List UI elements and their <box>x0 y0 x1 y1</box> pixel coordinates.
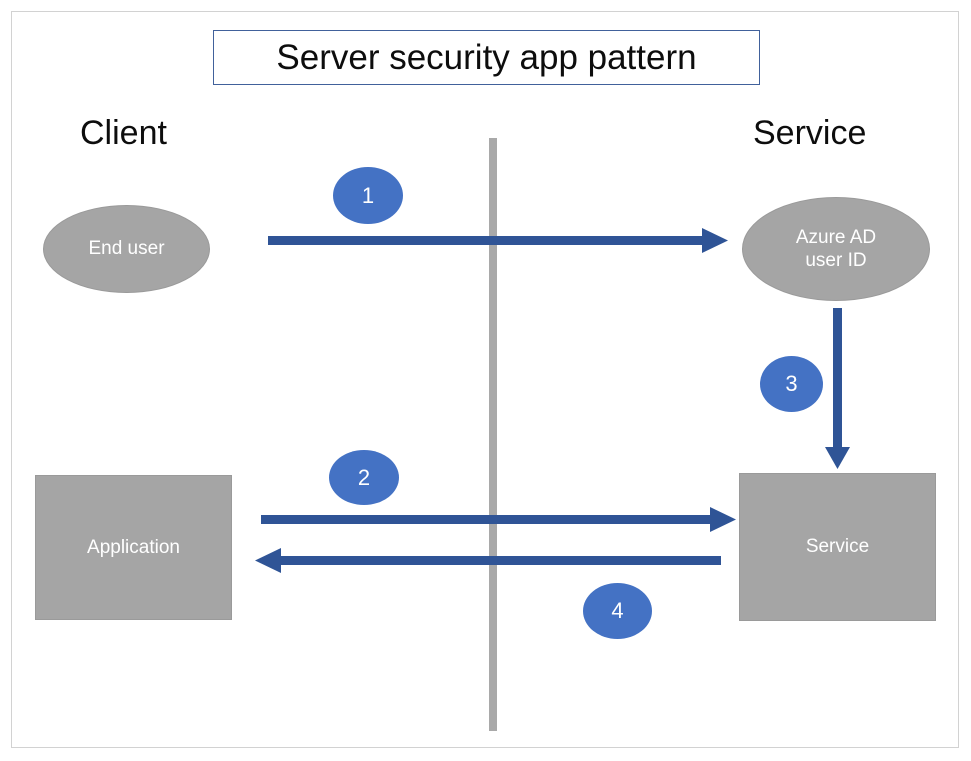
node-azure-ad-user-id[interactable]: Azure AD user ID <box>742 197 930 301</box>
node-service[interactable]: Service <box>739 473 936 621</box>
node-azure-ad-label-line2: user ID <box>805 250 867 271</box>
column-heading-client: Client <box>80 114 167 152</box>
step-badge-3[interactable]: 3 <box>760 356 823 412</box>
node-end-user[interactable]: End user <box>43 205 210 293</box>
step-badge-4[interactable]: 4 <box>583 583 652 639</box>
step-badge-3-label: 3 <box>785 371 798 396</box>
step-badge-1[interactable]: 1 <box>333 167 403 224</box>
node-application[interactable]: Application <box>35 475 232 620</box>
diagram-title-box: Server security app pattern <box>213 30 760 85</box>
node-end-user-label: End user <box>88 238 165 260</box>
node-application-label: Application <box>87 536 180 558</box>
step-badge-4-label: 4 <box>611 598 624 623</box>
step-badge-2-label: 2 <box>357 464 371 490</box>
page-title: Server security app pattern <box>276 38 697 77</box>
node-service-label: Service <box>805 536 870 558</box>
step-badge-2[interactable]: 2 <box>329 450 399 505</box>
node-azure-ad-label-line1: Azure AD <box>795 226 877 248</box>
client-service-divider <box>489 138 497 731</box>
step-badge-1-label: 1 <box>361 182 375 208</box>
node-azure-ad-label: Azure AD user ID <box>796 226 876 272</box>
column-heading-service: Service <box>753 114 867 152</box>
